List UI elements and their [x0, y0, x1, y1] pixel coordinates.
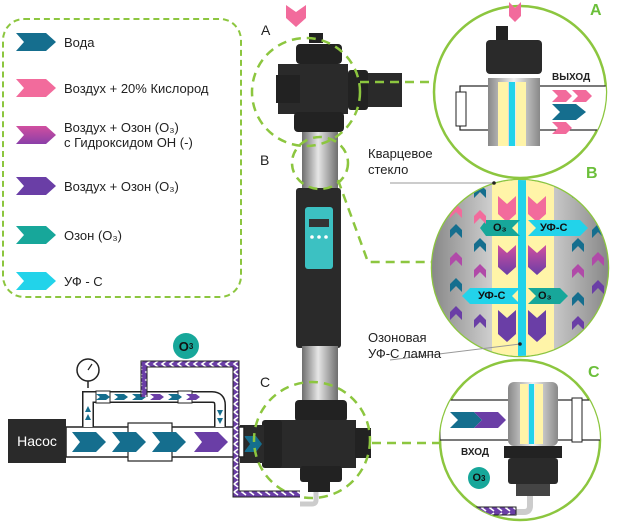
detail-b	[430, 178, 610, 358]
legend-label: Воздух + 20% Кислород	[64, 80, 209, 96]
ozone-arrow-icon	[16, 226, 56, 244]
ozone-badge-letter: O	[178, 338, 189, 354]
detail-c	[438, 358, 602, 522]
legend-item-air: Воздух + 20% Кислород	[16, 79, 209, 97]
outlet-label: ВЫХОД	[552, 72, 591, 83]
pump-label: Насос	[17, 433, 57, 449]
air-ozone-arrow-icon	[16, 177, 56, 195]
quartz-glass-note: Кварцевое стекло	[368, 146, 433, 177]
top-valve	[276, 33, 402, 132]
legend-item-air-ozone-oh: Воздух + Озон (O₃) с Гидроксидом ОН (-)	[16, 120, 193, 150]
legend-label: Воздух + Озон (O₃)	[64, 178, 179, 194]
uv-lamp-note: Озоновая УФ-С лампа	[368, 330, 442, 361]
quartz-tube-lower	[302, 346, 338, 400]
quartz-tube-upper	[302, 132, 338, 192]
inlet-label: ВХОД	[461, 447, 490, 458]
section-c-label: C	[260, 374, 271, 390]
detail-b-letter: B	[586, 165, 598, 182]
o3-tag-upper: O₃	[493, 222, 507, 234]
zoom-circle-c	[252, 380, 372, 500]
zoom-circle-a	[250, 36, 362, 148]
legend-label: Озон (O₃)	[64, 227, 123, 243]
section-a-label: A	[261, 22, 271, 38]
legend-box	[2, 18, 242, 298]
ozone-badge-sub: 3	[188, 341, 194, 351]
main-pipe	[65, 422, 245, 462]
display-screen	[309, 219, 329, 227]
legend-item-uvc: УФ - С	[16, 272, 103, 290]
uvc-tag-lower: УФ-С	[478, 290, 506, 302]
detail-a	[432, 2, 608, 180]
uvc-tag-upper: УФ-С	[540, 222, 568, 234]
air-arrow-icon	[16, 79, 56, 97]
detail-c-letter: C	[588, 364, 600, 381]
uvc-arrow-icon	[16, 272, 56, 290]
zoom-circle-b	[290, 135, 350, 191]
legend-label: УФ - С	[64, 273, 103, 289]
legend-item-air-ozone: Воздух + Озон (O₃)	[16, 177, 179, 195]
air-inlet-arrow	[286, 5, 306, 27]
pump: Насос	[8, 419, 66, 463]
section-b-label: B	[260, 152, 270, 168]
legend-item-ozone: Озон (O₃)	[16, 226, 122, 244]
bottom-valve	[262, 400, 371, 507]
legend-label: Воздух + Озон (O₃) с Гидроксидом ОН (-)	[64, 120, 193, 150]
air-ozone-oh-arrow-icon	[16, 126, 56, 144]
legend-label: Вода	[64, 34, 95, 50]
ozone-badge-letter: O	[472, 472, 482, 484]
detail-a-letter: A	[590, 2, 602, 19]
bypass-line	[82, 390, 226, 427]
o3-tag-lower: O₃	[538, 290, 552, 302]
ozone-badge-sub: 3	[481, 473, 486, 483]
water-arrow-icon	[16, 33, 56, 51]
legend-item-water: Вода	[16, 33, 94, 51]
